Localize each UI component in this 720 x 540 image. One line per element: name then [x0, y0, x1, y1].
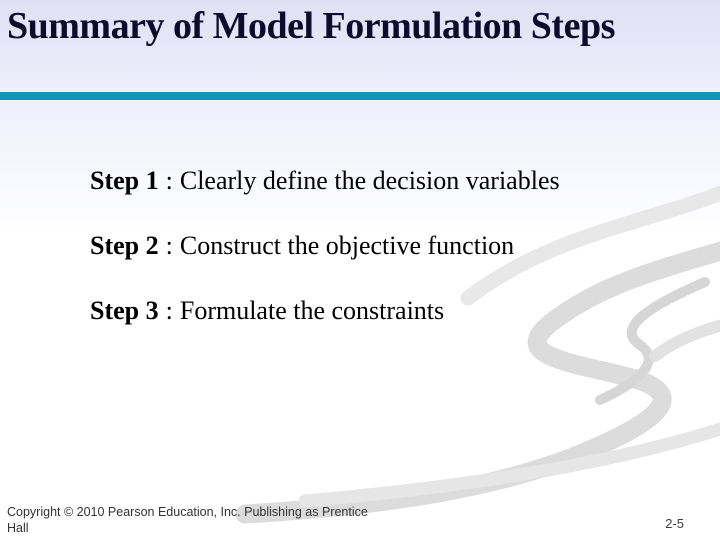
step-3-label: Step 3: [90, 296, 159, 325]
copyright-notice: Copyright © 2010 Pearson Education, Inc.…: [7, 505, 368, 535]
slide-title: Summary of Model Formulation Steps: [7, 5, 615, 47]
step-2-text: Construct the objective function: [179, 231, 515, 260]
step-2-separator: :: [165, 231, 173, 260]
step-line-3: Step 3:Formulate the constraints: [90, 296, 650, 326]
step-1-separator: :: [165, 166, 173, 195]
slide-number: 2-5: [665, 516, 684, 531]
step-3-text: Formulate the constraints: [179, 296, 445, 325]
step-line-1: Step 1:Clearly define the decision varia…: [90, 166, 650, 196]
step-1-label: Step 1: [90, 166, 159, 195]
step-line-2: Step 2:Construct the objective function: [90, 231, 650, 261]
header-band: [0, 0, 720, 92]
step-3-separator: :: [165, 296, 173, 325]
accent-divider-bar: [0, 92, 720, 100]
step-1-text: Clearly define the decision variables: [179, 166, 560, 195]
step-2-label: Step 2: [90, 231, 159, 260]
steps-list: Step 1:Clearly define the decision varia…: [90, 166, 650, 361]
